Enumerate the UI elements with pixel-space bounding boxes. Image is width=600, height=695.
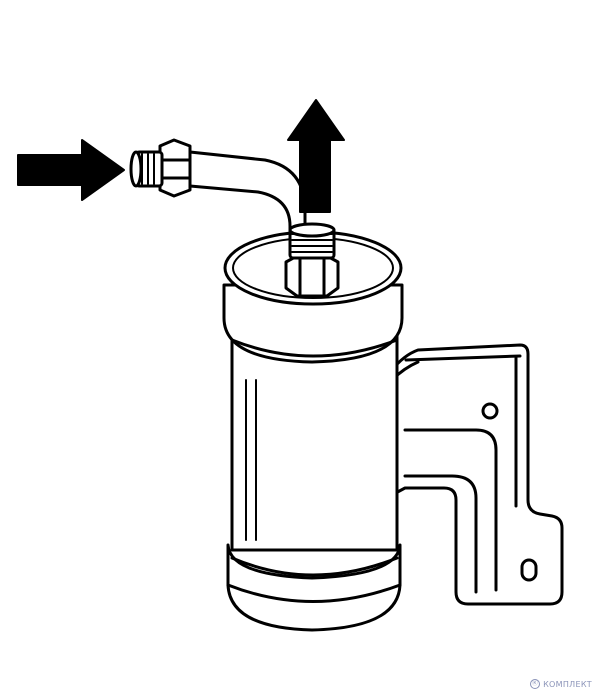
bracket-slot-bottom [520, 558, 538, 582]
watermark-logo-icon: Ⓚ [530, 679, 541, 689]
outflow-arrow-icon [287, 99, 345, 213]
hex-nut [284, 254, 340, 298]
inlet-hex-nut [158, 138, 192, 198]
inflow-arrow-icon [17, 139, 125, 201]
bracket-hole-top [481, 402, 499, 420]
inlet-fitting [129, 138, 192, 198]
watermark-text: КОМПЛЕКТ [543, 679, 592, 689]
inlet-pipe [188, 150, 307, 242]
drier-cylinder [222, 230, 404, 632]
outlet-fitting [284, 222, 340, 298]
watermark: Ⓚ КОМПЛЕКТ [530, 679, 592, 689]
